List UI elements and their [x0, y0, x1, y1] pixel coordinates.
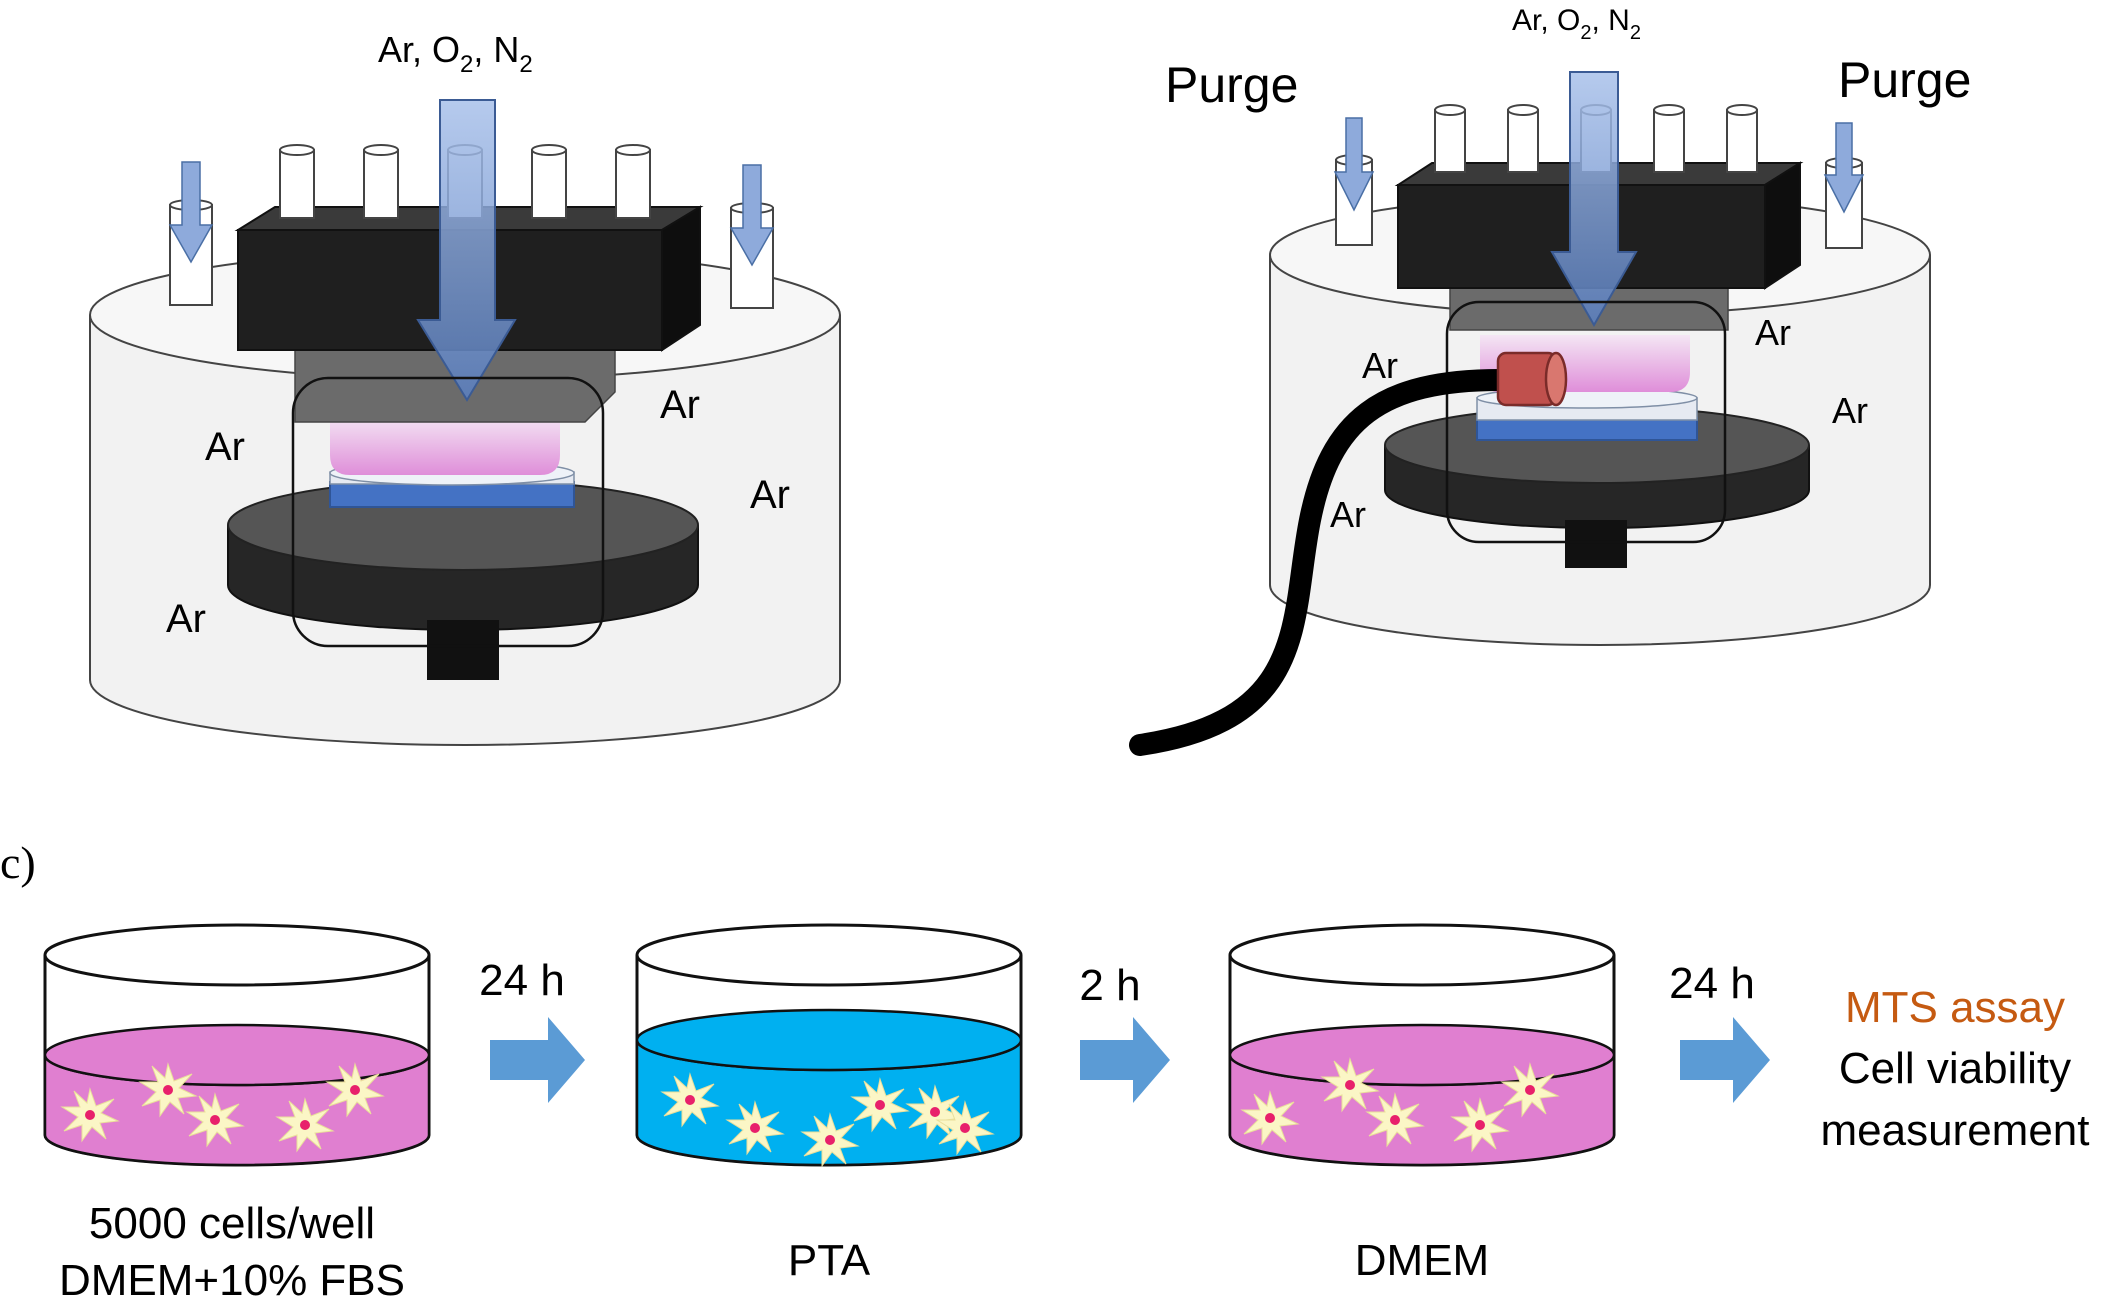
panel-c: c) 5000 cells/well DMEM+10% FBS 24 h — [0, 837, 2090, 1305]
stage-stem-b — [1565, 520, 1627, 568]
culture-dish-3 — [1228, 923, 1616, 1167]
purge-tube-b-left — [1333, 117, 1375, 246]
dish-1-caption-line-2: DMEM+10% FBS — [59, 1256, 405, 1305]
step-arrow-1 — [490, 1017, 585, 1103]
purge-tube-a-right — [729, 164, 775, 309]
dish-3-caption: DMEM — [1355, 1236, 1489, 1285]
setup-a: Ar, O2, N2 Ar Ar Ar Ar — [89, 29, 841, 746]
result-line-1: Cell viability — [1839, 1044, 2071, 1093]
result-line-2: measurement — [1820, 1106, 2089, 1155]
ar-label-b-4: Ar — [1330, 494, 1366, 535]
ar-label-a-1: Ar — [205, 425, 245, 469]
purge-label-right: Purge — [1838, 52, 1971, 108]
step-arrow-2 — [1080, 1017, 1170, 1103]
stage-stem-a — [427, 620, 499, 680]
culture-dish-1 — [43, 923, 431, 1167]
duration-1: 24 h — [479, 956, 565, 1005]
ar-label-b-2: Ar — [1755, 312, 1791, 353]
purge-tube-b-right — [1823, 122, 1865, 249]
zoom-frame-a — [291, 376, 605, 648]
gas-label-b: Ar, O2, N2 — [1512, 4, 1641, 44]
duration-3: 24 h — [1669, 959, 1755, 1008]
ar-label-a-4: Ar — [166, 597, 206, 641]
gas-label-a: Ar, O2, N2 — [378, 29, 533, 78]
step-arrow-3 — [1680, 1017, 1770, 1103]
fiber-probe-cable — [1129, 369, 1511, 756]
gas-inflow-arrow-a — [416, 99, 517, 402]
ar-label-b-3: Ar — [1832, 390, 1868, 431]
ar-label-a-3: Ar — [750, 473, 790, 517]
purge-label-left: Purge — [1165, 57, 1298, 113]
ar-label-b-1: Ar — [1362, 345, 1398, 386]
plasma-a — [330, 415, 560, 475]
mts-assay-title: MTS assay — [1845, 983, 2065, 1032]
setup-b: Ar, O2, N2 Purge Purge Ar Ar Ar Ar — [1129, 4, 1971, 756]
culture-dish-2 — [635, 923, 1023, 1167]
fiber-probe-head — [1496, 351, 1568, 407]
duration-2: 2 h — [1079, 961, 1140, 1010]
purge-tube-a-left — [168, 161, 214, 306]
zoom-frame-b — [1445, 300, 1727, 544]
dish-2-caption: PTA — [788, 1236, 871, 1285]
ar-label-a-2: Ar — [660, 383, 700, 427]
dish-1-caption-line-1: 5000 cells/well — [89, 1199, 375, 1248]
gas-inflow-arrow-b — [1550, 71, 1638, 328]
panel-c-label: c) — [0, 837, 36, 888]
